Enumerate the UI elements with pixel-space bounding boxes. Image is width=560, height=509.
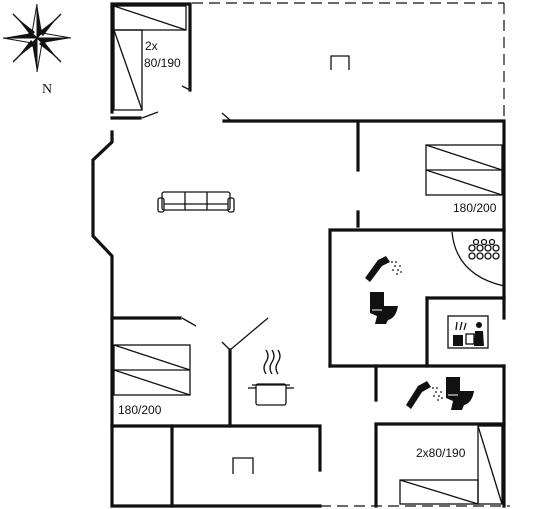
compass-icon: N (2, 3, 72, 97)
sauna-icon (447, 315, 489, 349)
bed-icon (113, 5, 187, 111)
bed-icon (425, 144, 503, 196)
bed-label-right-upper: 180/200 (453, 201, 497, 215)
stair-icon (330, 55, 350, 70)
bed-icon (113, 344, 191, 396)
bed-label-top-left-count: 2x (145, 39, 158, 53)
toilet-icon (370, 292, 398, 324)
cooking-pot-icon (248, 349, 294, 406)
toilet-icon (446, 377, 474, 410)
walls (91, 2, 510, 508)
jacuzzi-icon (451, 231, 505, 287)
bed-icon (399, 425, 503, 505)
bed-label-top-left-size: 80/190 (144, 56, 181, 70)
sofa-icon (157, 191, 235, 213)
shower-icon (365, 256, 402, 282)
shower-icon (406, 381, 443, 409)
bed-label-left-lower: 180/200 (118, 403, 162, 417)
compass-north-label: N (42, 82, 52, 97)
stair-icon (232, 457, 254, 474)
bed-label-right-lower: 2x80/190 (416, 446, 466, 460)
